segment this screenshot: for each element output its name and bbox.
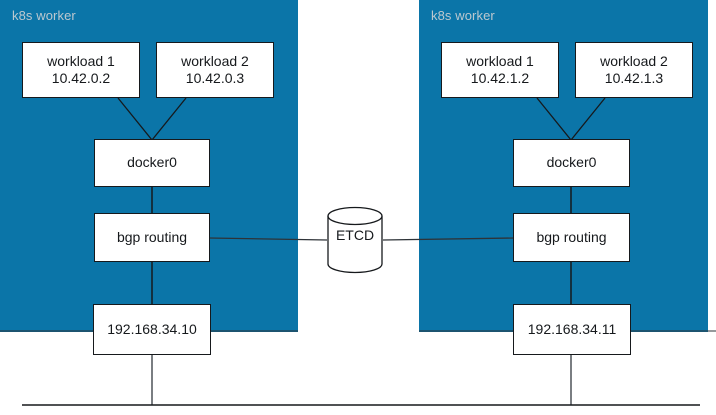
workload-box-right-2[interactable]: workload 2 10.42.1.3 bbox=[575, 42, 693, 98]
bgp-routing-box-left[interactable]: bgp routing bbox=[94, 213, 210, 262]
workload-ip: 10.42.0.2 bbox=[51, 70, 111, 86]
bgp-routing-label: bgp routing bbox=[536, 228, 607, 245]
host-ip-box-left[interactable]: 192.168.34.10 bbox=[93, 304, 211, 355]
host-ip-box-right[interactable]: 192.168.34.11 bbox=[513, 304, 631, 355]
worker-label-right: k8s worker bbox=[431, 8, 495, 23]
host-ip-label: 192.168.34.11 bbox=[527, 320, 617, 337]
workload-name: workload 2 bbox=[600, 52, 668, 69]
bgp-routing-box-right[interactable]: bgp routing bbox=[513, 213, 630, 262]
workload-ip: 10.42.1.2 bbox=[470, 70, 530, 86]
workload-box-left-2[interactable]: workload 2 10.42.0.3 bbox=[156, 42, 274, 98]
workload-ip: 10.42.1.3 bbox=[604, 70, 664, 86]
workload-ip: 10.42.0.3 bbox=[185, 70, 245, 86]
docker0-label: docker0 bbox=[127, 154, 177, 171]
worker-label-left: k8s worker bbox=[12, 8, 76, 23]
workload-name: workload 1 bbox=[466, 52, 534, 69]
docker0-box-right[interactable]: docker0 bbox=[513, 139, 630, 187]
workload-box-left-1[interactable]: workload 1 10.42.0.2 bbox=[22, 42, 140, 98]
workload-name: workload 2 bbox=[181, 52, 249, 69]
etcd-datastore[interactable]: ETCD bbox=[326, 205, 384, 275]
workload-box-right-1[interactable]: workload 1 10.42.1.2 bbox=[441, 42, 559, 98]
docker0-box-left[interactable]: docker0 bbox=[94, 139, 210, 187]
etcd-cylinder-icon bbox=[327, 206, 383, 274]
bgp-routing-label: bgp routing bbox=[116, 228, 188, 245]
docker0-label: docker0 bbox=[546, 154, 597, 171]
etcd-label: ETCD bbox=[335, 227, 375, 243]
host-ip-label: 192.168.34.10 bbox=[107, 320, 197, 337]
workload-name: workload 1 bbox=[47, 52, 115, 69]
